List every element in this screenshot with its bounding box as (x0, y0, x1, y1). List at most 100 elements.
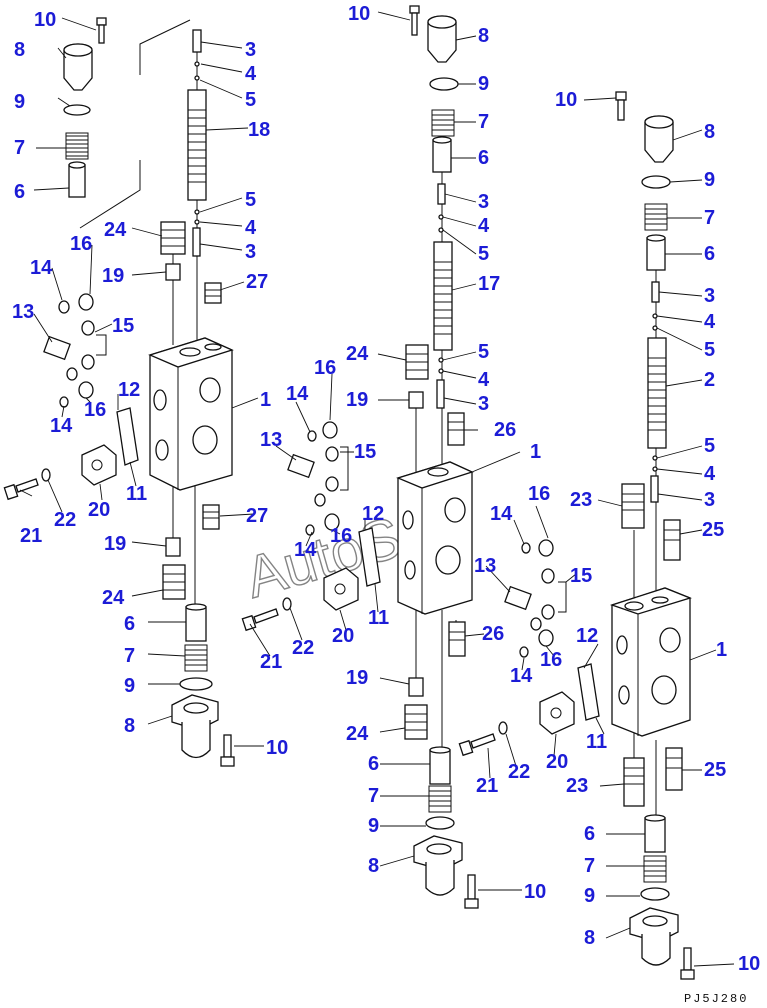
spring-7-mid (431, 109, 455, 137)
label-r3: 9 (704, 169, 715, 191)
label-l15: 19 (102, 265, 124, 287)
label-r9: 2 (704, 369, 715, 391)
oring-15-mid-r (541, 568, 555, 584)
spool-end-6-mid-lower (429, 746, 451, 785)
label-l6: 3 (245, 39, 256, 61)
plug-24-mid (405, 344, 429, 380)
washer-22-mid (282, 597, 292, 611)
fitting-19-mid-lower (408, 677, 424, 697)
ball-5-b (194, 209, 200, 215)
oring-14-mid-b (305, 524, 315, 536)
label-l13: 24 (104, 219, 127, 241)
bolt-10-top (96, 17, 107, 44)
label-l9: 18 (248, 119, 270, 141)
screw-3-mid (437, 183, 446, 205)
cover-20-left (81, 444, 117, 486)
oring-15-mid-b (325, 476, 339, 492)
oring-16-mid-c (314, 493, 326, 507)
plug-24-mid-lower (404, 704, 428, 740)
label-l32: 7 (124, 645, 135, 667)
label-l29: 19 (104, 533, 126, 555)
label-m3: 9 (478, 73, 489, 95)
spool-end-6-right (646, 234, 666, 271)
bracket-15-mid (340, 446, 349, 491)
label-m16: 14 (286, 383, 309, 405)
label-l2: 8 (14, 39, 25, 61)
label-l23: 14 (50, 415, 73, 437)
oring-13-b (66, 367, 78, 381)
label-l26: 22 (54, 509, 76, 531)
oring-16-mid (322, 421, 338, 439)
cap-8-mid-top (427, 15, 457, 63)
ball-4-mid-b (438, 368, 444, 374)
label-l19: 15 (112, 315, 134, 337)
spool-end-6-lower (185, 603, 207, 642)
label-r2: 8 (704, 121, 715, 143)
spool-spring-17 (433, 241, 453, 351)
plug-23-right (621, 483, 645, 529)
label-m2: 8 (478, 25, 489, 47)
label-l5: 6 (14, 181, 25, 203)
plug-24-lower (162, 564, 186, 600)
label-l14: 16 (70, 233, 92, 255)
label-r10: 5 (704, 435, 715, 457)
valve-body-1-left (148, 337, 234, 491)
oring-14 (58, 300, 70, 314)
gasket-12-mid (358, 527, 381, 587)
drawing-code: PJ5J280 (684, 992, 748, 1006)
ball-5 (194, 75, 200, 81)
bolt-21-left (3, 478, 39, 501)
label-l20: 1 (260, 389, 271, 411)
oring-14-mid-r-b (519, 646, 529, 658)
label-m29: 21 (260, 651, 282, 673)
label-m34: 14 (510, 665, 533, 687)
oring-16-mid-r-b (538, 629, 554, 647)
label-m17: 26 (494, 419, 516, 441)
label-m38: 21 (476, 775, 498, 797)
label-m35: 19 (346, 667, 368, 689)
label-m31: 20 (332, 625, 354, 647)
fitting-19-mid (408, 391, 424, 409)
bolt-21-mid-r (458, 733, 496, 757)
left-valve-assembly (3, 17, 264, 767)
spring-7-mid-lower (428, 785, 452, 813)
label-m18: 13 (260, 429, 282, 451)
middle-labels: 10 8 9 7 6 3 4 5 17 24 5 4 19 3 16 14 26… (260, 3, 592, 903)
oring-14-mid (307, 430, 317, 442)
label-l24: 11 (126, 483, 147, 505)
label-m39: 22 (508, 761, 530, 783)
label-l21: 12 (118, 379, 140, 401)
label-m4: 7 (478, 111, 489, 133)
label-m40: 20 (546, 751, 568, 773)
label-m10: 24 (346, 343, 369, 365)
check-13-mid-r (504, 585, 532, 611)
spring-7-top (65, 132, 89, 160)
label-r17: 11 (586, 731, 607, 753)
label-m26: 13 (474, 555, 496, 577)
oring-9-top (63, 104, 91, 116)
label-m41: 7 (368, 785, 379, 807)
ball-5-mid-b (438, 357, 444, 363)
bolt-10-mid-lower (464, 874, 479, 909)
label-l31: 6 (124, 613, 135, 635)
label-m44: 10 (524, 881, 546, 903)
ball-4-b (194, 219, 200, 225)
left-frame-bottom (79, 160, 141, 229)
label-r13: 3 (704, 489, 715, 511)
label-r1: 10 (555, 89, 577, 111)
label-l27: 20 (88, 499, 110, 521)
label-m7: 4 (478, 215, 490, 237)
label-m37: 6 (368, 753, 379, 775)
check-13 (43, 335, 71, 361)
label-m12: 4 (478, 369, 490, 391)
oring-14-b (59, 396, 69, 408)
label-r6: 3 (704, 285, 715, 307)
plug-26-mid-lower (448, 621, 466, 657)
spring-7-lower (184, 644, 208, 672)
label-l7: 4 (245, 63, 257, 85)
spring-7-right (644, 203, 668, 231)
spool-end-6-top (68, 161, 86, 198)
label-m14: 3 (478, 393, 489, 415)
label-m20: 1 (530, 441, 541, 463)
